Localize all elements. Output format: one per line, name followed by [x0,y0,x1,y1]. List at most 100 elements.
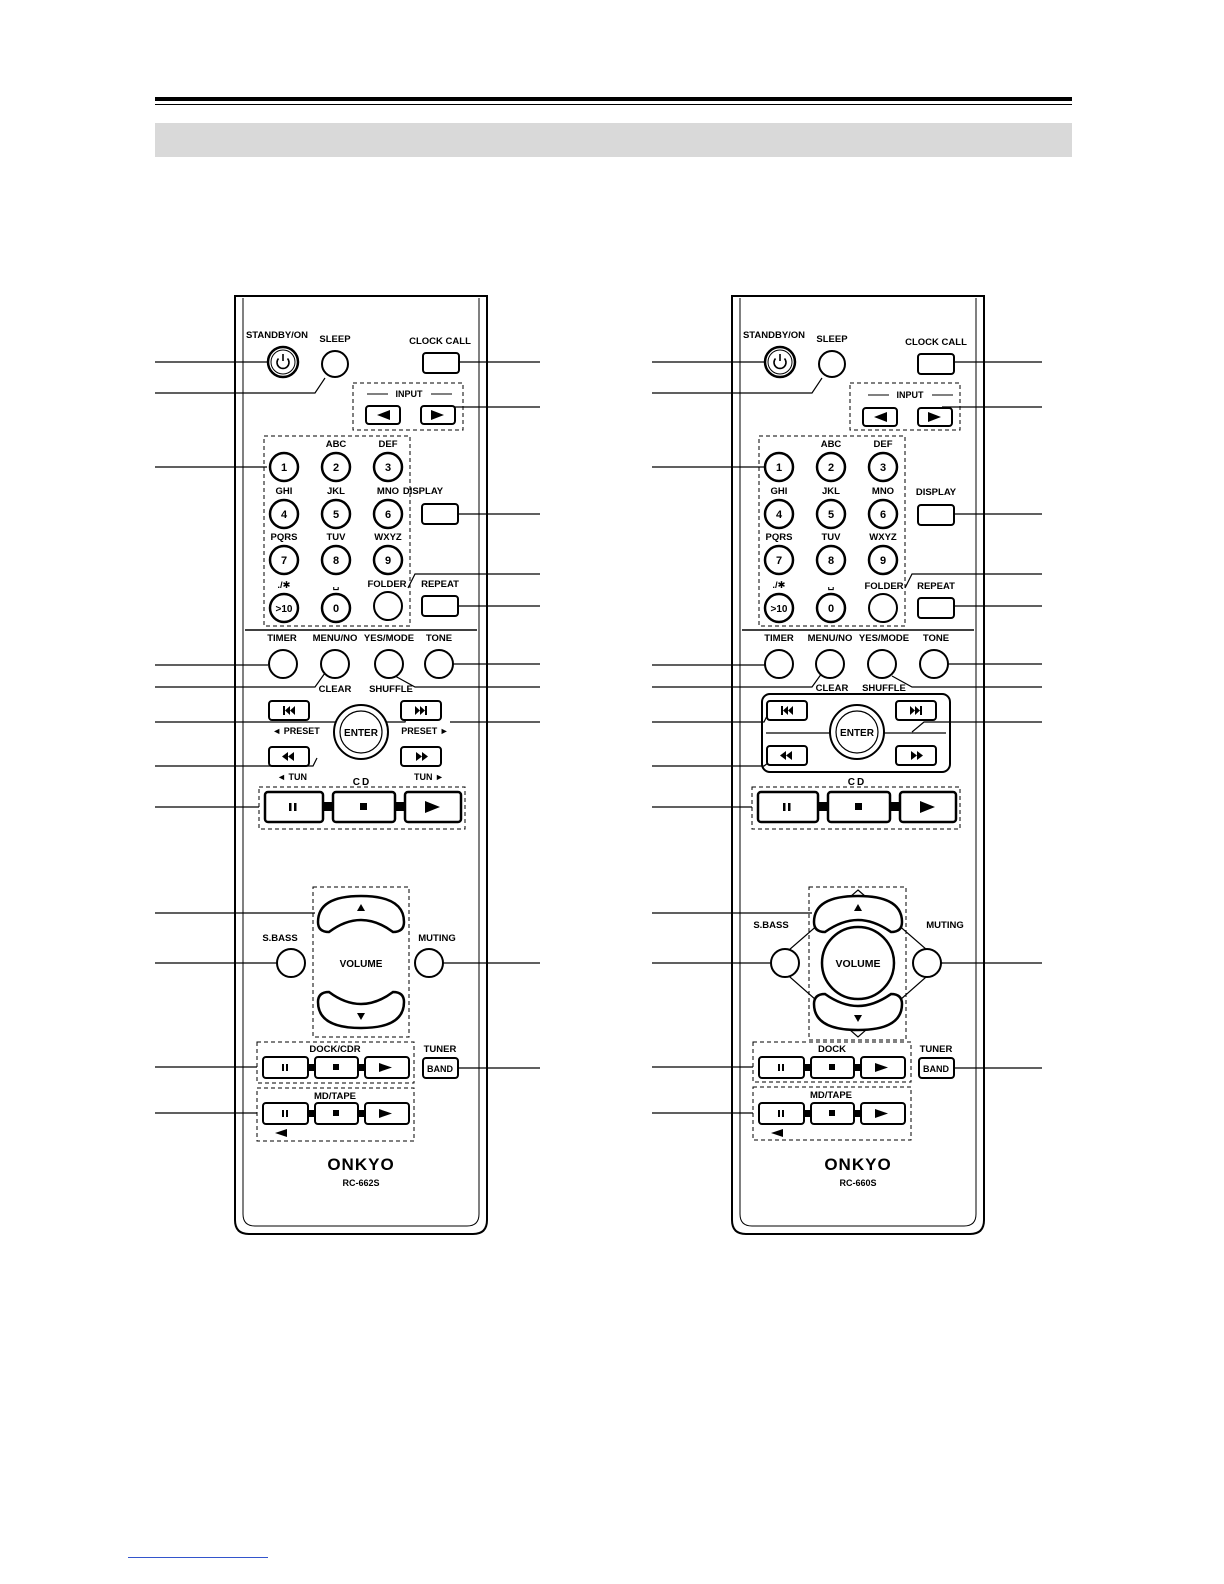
band-button[interactable] [422,1057,459,1079]
fast-forward-button[interactable] [895,745,937,766]
dock-stop-button[interactable] [810,1056,855,1079]
muting-button[interactable] [414,948,444,978]
volume-up-button[interactable] [812,894,904,934]
clock-call-button[interactable] [422,352,460,374]
clear-label: CLEAR [319,684,352,695]
keypad-key-8[interactable]: 8 [320,544,352,576]
yes-mode-button[interactable] [374,649,404,679]
menu-no-button[interactable] [815,649,845,679]
band-button[interactable] [918,1057,955,1079]
preset-prev-button[interactable] [268,700,310,721]
repeat-button[interactable] [917,597,955,619]
enter-button[interactable]: ENTER [829,704,885,760]
mdtape-pause-button[interactable] [758,1102,805,1125]
rewind-icon [282,752,294,761]
mdtape-stop-button[interactable] [810,1102,855,1125]
dock-pause-button[interactable] [758,1056,805,1079]
keypad-key-9[interactable]: 9 [867,544,899,576]
rewind-button[interactable] [766,745,808,766]
sbass-button[interactable] [770,948,800,978]
preset-next-button[interactable] [400,700,442,721]
keypad-key-9[interactable]: 9 [372,544,404,576]
mdtape-play-button[interactable] [364,1102,410,1125]
keypad-key-3[interactable]: 3 [372,451,404,483]
play-icon [875,1063,888,1072]
tone-button[interactable] [919,649,949,679]
power-icon [773,354,787,370]
mdtape-play-button[interactable] [860,1102,906,1125]
display-label: DISPLAY [403,486,444,497]
sbass-button[interactable] [276,948,306,978]
stop-icon [360,803,367,810]
keypad-digit-label: 1 [776,462,782,474]
keypad-key-5[interactable]: 5 [815,498,847,530]
sleep-button[interactable] [321,350,349,378]
dock-play-button[interactable] [860,1056,906,1079]
muting-button[interactable] [912,948,942,978]
display-button[interactable] [421,503,459,525]
menu-no-button[interactable] [320,649,350,679]
cd-play-button[interactable] [898,790,958,824]
input-right-button[interactable] [420,405,456,425]
volume-knob[interactable]: VOLUME [820,925,896,1001]
sleep-button[interactable] [818,350,846,378]
standby-button[interactable] [763,345,797,379]
dock-pause-button[interactable] [262,1056,309,1079]
keypad-digit-label: 5 [333,509,339,521]
repeat-button[interactable] [421,595,459,617]
display-button[interactable] [917,504,955,526]
keypad-key-8[interactable]: 8 [815,544,847,576]
keypad-key-2[interactable]: 2 [320,451,352,483]
volume-down-button[interactable] [316,990,406,1030]
cd-play-button[interactable] [403,790,463,824]
mdtape-pause-button[interactable] [262,1102,309,1125]
keypad-digit-label: 7 [281,555,287,567]
mdtape-stop-button[interactable] [314,1102,359,1125]
tun-prev-button[interactable] [268,746,310,767]
keypad-letters-label: PQRS [271,532,298,543]
volume-down-button[interactable] [812,992,904,1032]
input-right-button[interactable] [917,407,953,427]
keypad-digit-label: 6 [880,509,886,521]
dock-stop-button[interactable] [314,1056,359,1079]
skip-forward-button[interactable] [895,700,937,721]
input-left-button[interactable] [365,405,401,425]
folder-label: FOLDER [367,579,406,590]
keypad-key-gt10[interactable]: >10 [268,592,300,624]
keypad-key-gt10[interactable]: >10 [763,592,795,624]
keypad-key-6[interactable]: 6 [867,498,899,530]
keypad-key-1[interactable]: 1 [763,451,795,483]
keypad-key-4[interactable]: 4 [763,498,795,530]
keypad-key-1[interactable]: 1 [268,451,300,483]
keypad-key-6[interactable]: 6 [372,498,404,530]
folder-button[interactable] [373,591,403,621]
volume-up-button[interactable] [316,894,406,934]
cd-stop-button[interactable] [826,790,892,824]
enter-button[interactable]: ENTER [333,704,389,760]
keypad-key-0[interactable]: 0 [815,592,847,624]
clock-call-button[interactable] [917,353,955,375]
pause-icon [783,803,791,811]
dock-separator [804,1064,811,1071]
input-left-button[interactable] [862,407,898,427]
folder-button[interactable] [868,593,898,623]
keypad-key-3[interactable]: 3 [867,451,899,483]
skip-back-button[interactable] [766,700,808,721]
tun-next-button[interactable] [400,746,442,767]
keypad-key-5[interactable]: 5 [320,498,352,530]
standby-button[interactable] [266,345,300,379]
tone-button[interactable] [424,649,454,679]
cd-pause-button[interactable] [756,790,820,824]
dock-play-button[interactable] [364,1056,410,1079]
cd-pause-button[interactable] [263,790,325,824]
cd-stop-button[interactable] [331,790,397,824]
yes-mode-button[interactable] [867,649,897,679]
keypad-key-4[interactable]: 4 [268,498,300,530]
keypad-key-7[interactable]: 7 [763,544,795,576]
keypad-letters-label: JKL [327,486,345,497]
timer-button[interactable] [268,649,298,679]
timer-button[interactable] [764,649,794,679]
keypad-key-7[interactable]: 7 [268,544,300,576]
keypad-key-2[interactable]: 2 [815,451,847,483]
keypad-key-0[interactable]: 0 [320,592,352,624]
